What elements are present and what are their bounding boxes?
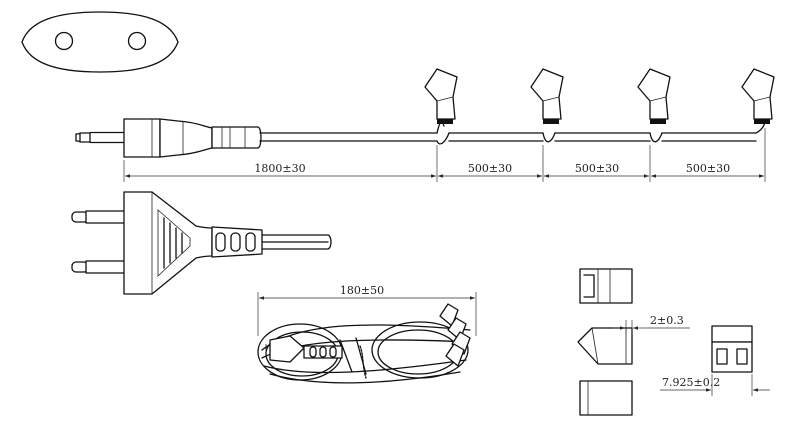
pin-hole-left bbox=[54, 31, 74, 51]
clip-side-view: 2±0.3 bbox=[577, 314, 690, 365]
outlet-clip-2 bbox=[530, 68, 564, 124]
plug-face-view bbox=[21, 11, 179, 73]
outlet-clip-1 bbox=[424, 68, 458, 124]
dim-branch-1: 500±30 bbox=[468, 162, 512, 175]
dim-cord-main: 1800±30 bbox=[254, 162, 305, 175]
dim-clip-width: 7.925±0.2 bbox=[662, 376, 720, 389]
outlet-clip-3 bbox=[637, 68, 671, 124]
outlet-clip-4 bbox=[741, 68, 775, 124]
plug-top-view bbox=[71, 191, 332, 295]
cord-dimensions: 1800±30 500±30 500±30 500±30 bbox=[123, 128, 766, 182]
dim-coil: 180±50 bbox=[340, 284, 384, 297]
clip-end-view: 7.925±0.2 bbox=[660, 325, 770, 396]
pin-hole-right bbox=[127, 31, 147, 51]
dim-branch-3: 500±30 bbox=[686, 162, 730, 175]
dim-branch-2: 500±30 bbox=[575, 162, 619, 175]
coiled-cord-view: 180±50 bbox=[257, 284, 477, 384]
cord-side-view bbox=[75, 117, 766, 158]
grip-ribs bbox=[163, 217, 183, 269]
clip-bottom-view bbox=[579, 380, 633, 416]
clip-front-view bbox=[579, 268, 633, 304]
dim-clip-wall: 2±0.3 bbox=[650, 314, 684, 327]
